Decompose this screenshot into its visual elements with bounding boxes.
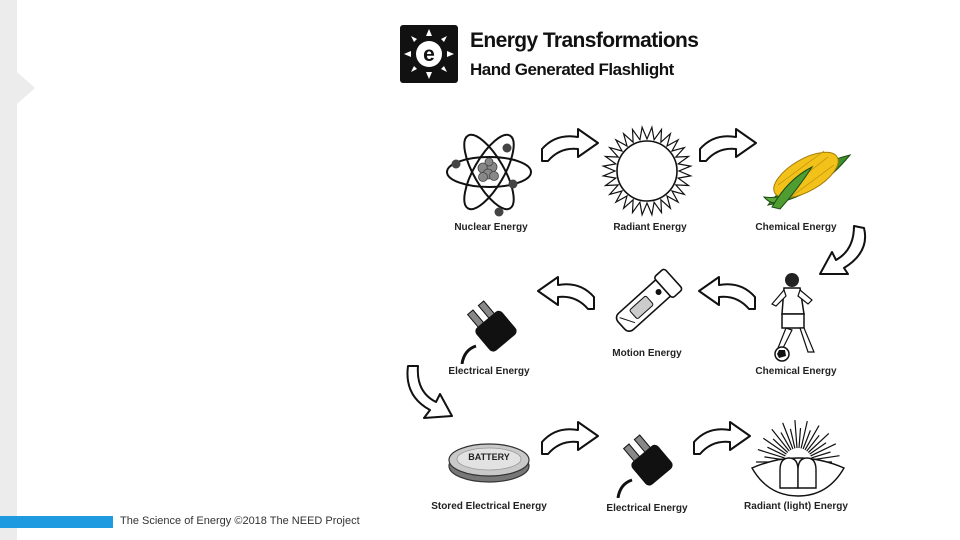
- flow-arrow-down-icon: [406, 365, 453, 419]
- node-label: Radiant (light) Energy: [744, 501, 848, 512]
- page-subtitle: Hand Generated Flashlight: [470, 60, 674, 79]
- node-label: Electrical Energy: [606, 503, 688, 514]
- page-title: Energy Transformations: [470, 29, 699, 52]
- node-radiant-light: [748, 418, 848, 503]
- flow-arrow-right-icon: [541, 128, 599, 162]
- flow-arrow-down-icon: [819, 225, 866, 275]
- sun-icon: [601, 125, 693, 217]
- node-label: Radiant Energy: [613, 222, 687, 233]
- node-label: Stored Electrical Energy: [431, 501, 547, 512]
- flow-arrow-right-icon: [699, 128, 757, 162]
- node-label: Nuclear Energy: [454, 222, 528, 233]
- node-label: Electrical Energy: [448, 366, 530, 377]
- electric-plug-icon: [616, 434, 673, 499]
- node-chemical-corn: [762, 137, 854, 217]
- node-label: Motion Energy: [612, 348, 682, 359]
- footer-accent-bar: [0, 516, 113, 528]
- node-nuclear: [443, 126, 535, 223]
- node-label: Chemical Energy: [755, 222, 837, 233]
- energy-e-icon: e: [404, 29, 454, 79]
- battery-icon: BATTERY: [448, 443, 530, 483]
- light-bulb-icon: [751, 420, 845, 497]
- node-label: Chemical Energy: [755, 366, 837, 377]
- atom-icon: [446, 133, 532, 217]
- corn-icon: [762, 150, 852, 210]
- node-electrical-plug-2: [608, 426, 688, 503]
- flow-arrow-left-icon: [537, 276, 595, 310]
- left-sidebar-strip: [0, 0, 17, 540]
- node-stored-electrical: BATTERY: [446, 434, 532, 491]
- hand-crank-flashlight-icon: [615, 268, 683, 332]
- flow-arrow-right-icon: [541, 421, 599, 455]
- footer-credit: The Science of Energy ©2018 The NEED Pro…: [120, 515, 360, 527]
- soccer-player-icon: [771, 273, 815, 362]
- sidebar-notch: [17, 72, 35, 104]
- need-energy-logo: e: [400, 25, 458, 83]
- battery-label: BATTERY: [468, 452, 510, 462]
- flow-arrow-right-icon: [693, 421, 751, 455]
- svg-text:e: e: [423, 43, 435, 66]
- node-motion: [604, 266, 688, 343]
- node-electrical-plug-1: [452, 292, 532, 369]
- node-radiant: [601, 125, 693, 222]
- node-chemical-player: [762, 268, 826, 369]
- electric-plug-icon: [460, 300, 517, 365]
- flow-arrow-left-icon: [698, 276, 756, 310]
